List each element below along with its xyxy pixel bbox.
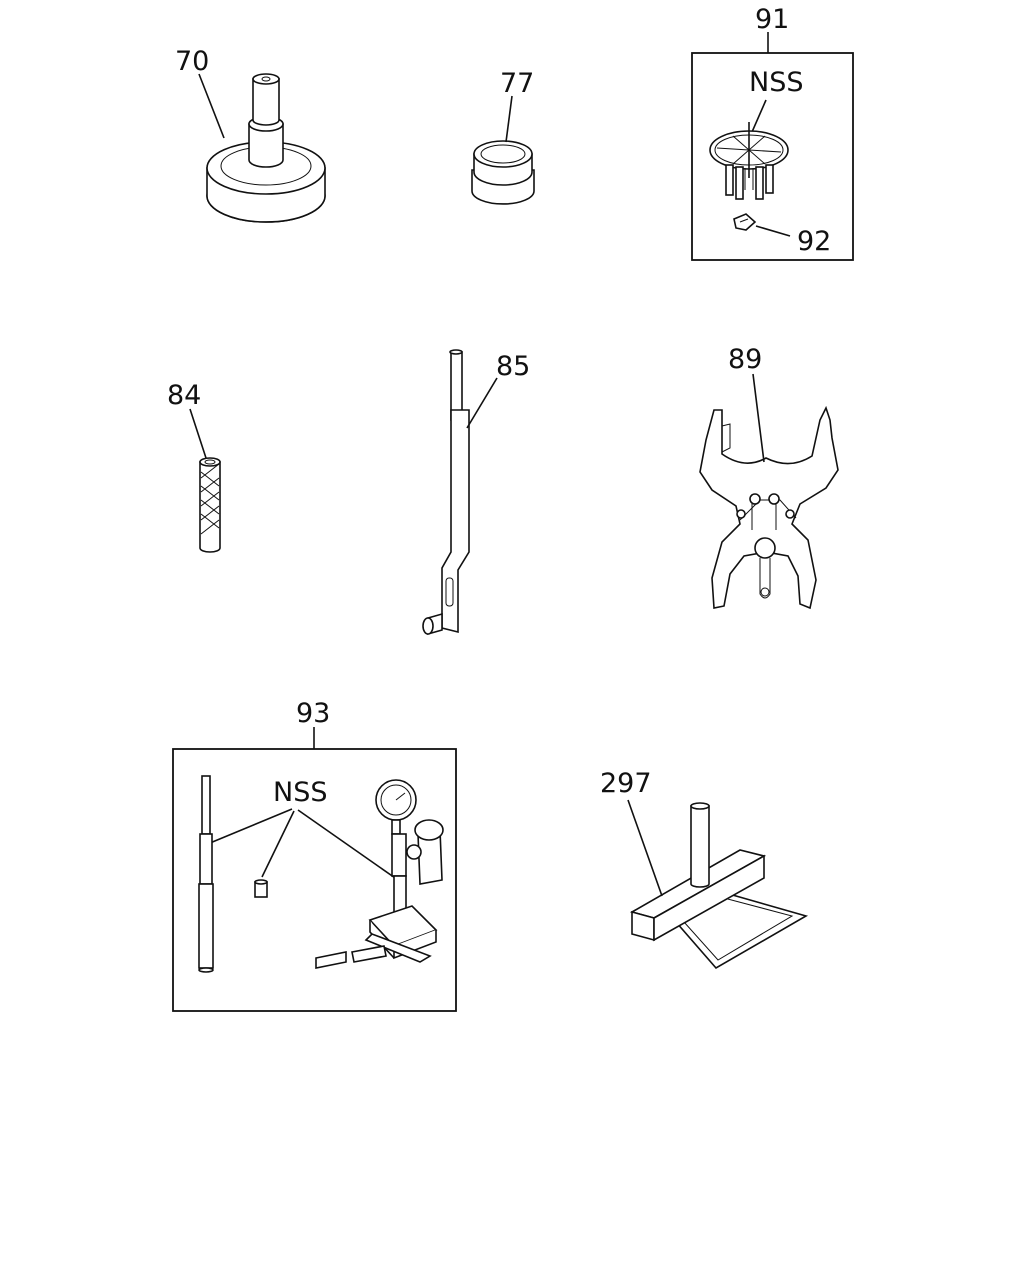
part-93-nozzle-tester xyxy=(315,779,444,969)
part-70-installer xyxy=(206,73,326,223)
label-84: 84 xyxy=(167,380,201,411)
leader-84 xyxy=(189,408,207,459)
label-91: 91 xyxy=(755,4,789,35)
label-93-nss: NSS xyxy=(273,777,327,808)
part-93-nss-leaders xyxy=(209,808,399,881)
part-84-knurled-pin xyxy=(199,457,221,553)
label-89: 89 xyxy=(728,344,762,375)
label-93: 93 xyxy=(296,698,330,729)
leader-77 xyxy=(505,95,513,143)
leader-85 xyxy=(466,377,498,429)
leader-89 xyxy=(752,373,765,463)
label-297: 297 xyxy=(600,768,652,799)
leader-70 xyxy=(198,73,225,139)
part-91-kit-box xyxy=(691,52,854,261)
part-89-puller-tool xyxy=(699,405,839,610)
label-77: 77 xyxy=(500,68,534,99)
leader-297 xyxy=(627,799,663,897)
label-70: 70 xyxy=(175,46,209,77)
part-91-wheel-puller xyxy=(709,122,789,200)
part-77-sleeve xyxy=(471,140,535,205)
part-297-stand xyxy=(629,802,809,970)
label-91-nss: NSS xyxy=(749,67,803,98)
leader-92 xyxy=(755,225,791,237)
label-85: 85 xyxy=(496,351,530,382)
part-93-small-nut xyxy=(254,879,268,898)
label-92: 92 xyxy=(797,226,831,257)
part-92-small-block xyxy=(733,213,757,231)
part-93-rod xyxy=(198,775,214,973)
part-85-lever-bar xyxy=(422,349,470,636)
leader-91-nss xyxy=(751,99,767,133)
